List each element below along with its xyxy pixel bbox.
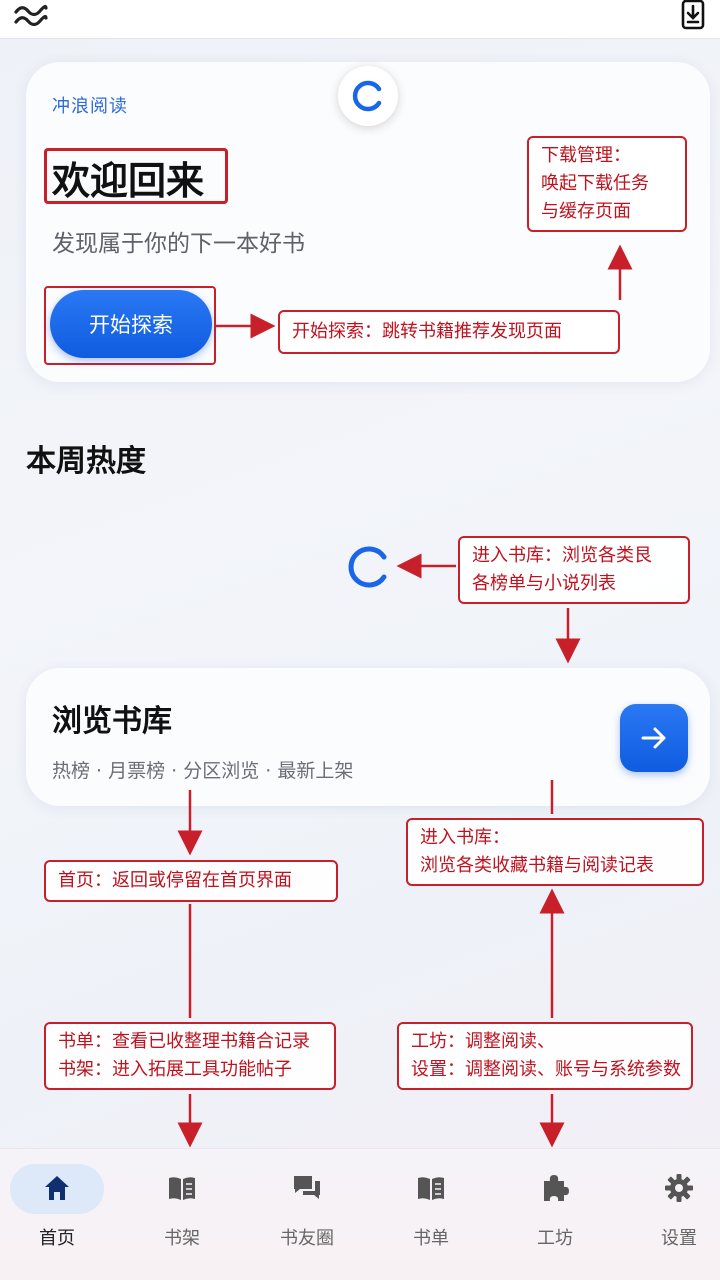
nav-bookshelf[interactable]: 书架 [127, 1160, 237, 1260]
annotation-start: 开始探索：跳转书籍推荐发现页面 [278, 310, 620, 354]
loading-spinner-icon [348, 546, 387, 588]
start-highlight-frame [44, 286, 216, 365]
annotation-workshop: 工坊：调整阅读、 设置：调整阅读、账号与系统参数 [397, 1022, 693, 1090]
wave-icon[interactable] [14, 2, 48, 30]
annotation-line: 设置：调整阅读、账号与系统参数 [411, 1059, 681, 1080]
brand-label: 冲浪阅读 [52, 96, 128, 117]
annotation-line: 工坊：调整阅读、 [411, 1031, 555, 1052]
gear-icon [665, 1174, 693, 1202]
nav-community[interactable]: 书友圈 [252, 1160, 362, 1260]
arrow-right-icon [641, 727, 666, 749]
section-title: 本周热度 [26, 444, 146, 479]
enter-library-button[interactable] [620, 704, 688, 772]
nav-label: 书友圈 [280, 1228, 334, 1249]
refresh-indicator [338, 66, 398, 126]
welcome-title: 欢迎回来 [52, 159, 205, 203]
annotation-line: 书架：进入拓展工具功能帖子 [58, 1059, 292, 1080]
bottom-navigation [0, 1148, 720, 1280]
annotation-line: 唤起下载任务 [541, 173, 649, 194]
annotation-line: 书单：查看已收整理书籍合记录 [58, 1031, 310, 1052]
welcome-subtitle: 发现属于你的下一本好书 [52, 231, 305, 257]
nav-home[interactable]: 首页 [2, 1160, 112, 1260]
nav-label: 工坊 [537, 1228, 573, 1249]
annotation-line: 浏览各类收藏书籍与阅读记表 [420, 855, 654, 876]
annotation-line: 进入书库：浏览各类艮 [472, 545, 652, 566]
annotation-line: 各榜单与小说列表 [472, 573, 616, 594]
annotation-line: 开始探索：跳转书籍推荐发现页面 [292, 321, 562, 342]
annotation-line: 与缓存页面 [541, 201, 631, 222]
nav-label: 首页 [39, 1228, 75, 1249]
library-title: 浏览书库 [52, 704, 172, 739]
annotation-home: 首页：返回或停留在首页界面 [44, 860, 338, 902]
welcome-highlight-frame [44, 148, 228, 204]
loading-spinner-icon [352, 80, 382, 112]
book-icon [418, 1177, 444, 1200]
annotation-line: 首页：返回或停留在首页界面 [58, 870, 292, 891]
nav-label: 设置 [661, 1228, 697, 1249]
book-icon [169, 1177, 195, 1200]
puzzle-icon [544, 1175, 569, 1201]
annotation-line: 进入书库： [420, 827, 510, 848]
library-subtitle: 热榜 · 月票榜 · 分区浏览 · 最新上架 [52, 760, 354, 782]
nav-booklist[interactable]: 书单 [376, 1160, 486, 1260]
top-bar [0, 0, 720, 39]
nav-workshop[interactable]: 工坊 [500, 1160, 610, 1260]
annotation-booklist: 书单：查看已收整理书籍合记录 书架：进入拓展工具功能帖子 [44, 1022, 336, 1090]
library-card[interactable] [26, 668, 710, 806]
annotation-enter-library-top: 进入书库：浏览各类艮 各榜单与小说列表 [458, 536, 690, 604]
nav-settings[interactable]: 设置 [624, 1160, 720, 1260]
chat-icon [294, 1176, 320, 1199]
home-icon [45, 1176, 69, 1200]
download-icon[interactable] [680, 0, 706, 30]
nav-label: 书架 [164, 1228, 200, 1249]
annotation-enter-library-bottom: 进入书库： 浏览各类收藏书籍与阅读记表 [406, 818, 704, 886]
start-explore-button[interactable]: 开始探索 [50, 290, 212, 358]
nav-label: 书单 [413, 1228, 449, 1249]
annotation-download: 下载管理： 唤起下载任务 与缓存页面 [527, 136, 687, 232]
annotation-line: 下载管理： [541, 145, 631, 166]
